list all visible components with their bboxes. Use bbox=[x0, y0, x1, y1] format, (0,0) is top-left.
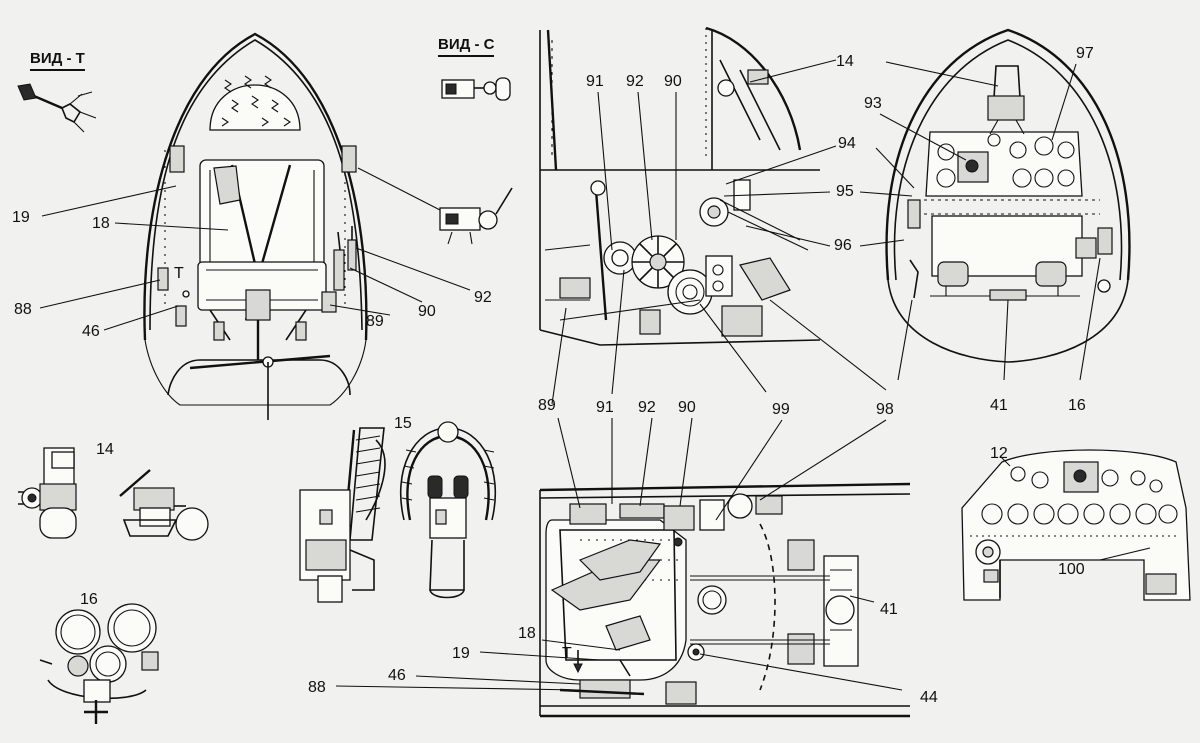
mid-label-99: 99 bbox=[772, 401, 790, 418]
canopy-top-view bbox=[143, 32, 368, 420]
canopy-label-89: 89 bbox=[366, 313, 384, 330]
cockpit-side-view bbox=[539, 26, 821, 346]
instrument-panel-front-view bbox=[885, 28, 1131, 363]
control-stick-part-15 bbox=[299, 427, 386, 603]
t-direction-arrow bbox=[573, 650, 583, 674]
gunsight-part-14 bbox=[18, 447, 77, 539]
view-c-latch-detail bbox=[439, 187, 513, 245]
canopy-label-19: 19 bbox=[12, 209, 30, 226]
canopy-label-t: T bbox=[174, 265, 184, 282]
part-label-14: 14 bbox=[96, 441, 114, 458]
side-view-leader-lines bbox=[597, 59, 837, 251]
gunsight-side-part-14 bbox=[119, 469, 209, 541]
panel-label-41: 41 bbox=[990, 397, 1008, 414]
panel-leader-lines bbox=[859, 61, 1101, 381]
dashboard-leader-lines bbox=[999, 455, 1151, 561]
dash-label-12: 12 bbox=[990, 445, 1008, 462]
side-label-92: 92 bbox=[626, 73, 644, 90]
plan-label-t: T bbox=[562, 645, 572, 662]
dash-label-100: 100 bbox=[1058, 561, 1085, 578]
view-c-title: ВИД - С bbox=[438, 36, 495, 57]
plan-label-19: 19 bbox=[452, 645, 470, 662]
part-label-16: 16 bbox=[80, 591, 98, 608]
canopy-label-88: 88 bbox=[14, 301, 32, 318]
panel-label-93: 93 bbox=[864, 95, 882, 112]
mid-label-91: 91 bbox=[596, 399, 614, 416]
plan-label-44: 44 bbox=[920, 689, 938, 706]
mid-label-90: 90 bbox=[678, 399, 696, 416]
plan-view-leader-lines bbox=[335, 269, 903, 691]
side-label-91: 91 bbox=[586, 73, 604, 90]
canopy-label-90: 90 bbox=[418, 303, 436, 320]
mid-label-89: 89 bbox=[538, 397, 556, 414]
part-label-15: 15 bbox=[394, 415, 412, 432]
plan-label-88: 88 bbox=[308, 679, 326, 696]
panel-label-16: 16 bbox=[1068, 397, 1086, 414]
side-label-90: 90 bbox=[664, 73, 682, 90]
plan-label-46: 46 bbox=[388, 667, 406, 684]
side-label-14: 14 bbox=[836, 53, 854, 70]
plan-label-41: 41 bbox=[880, 601, 898, 618]
view-c-latch-sketch bbox=[441, 77, 511, 101]
plan-label-18: 18 bbox=[518, 625, 536, 642]
view-t-lever-sketch bbox=[17, 83, 97, 133]
cockpit-plan-view bbox=[539, 482, 911, 718]
view-t-title: ВИД - Т bbox=[30, 50, 85, 71]
side-label-95: 95 bbox=[836, 183, 854, 200]
canopy-label-46: 46 bbox=[82, 323, 100, 340]
gauge-cluster-part-16 bbox=[39, 603, 159, 724]
mid-label-98: 98 bbox=[876, 401, 894, 418]
mid-label-92: 92 bbox=[638, 399, 656, 416]
canopy-leader-lines bbox=[39, 167, 471, 331]
canopy-label-18: 18 bbox=[92, 215, 110, 232]
canopy-label-92: 92 bbox=[474, 289, 492, 306]
side-label-94: 94 bbox=[838, 135, 856, 152]
dashboard-panel-part-12 bbox=[961, 449, 1191, 601]
control-stick-grip-15 bbox=[399, 421, 497, 599]
side-label-96: 96 bbox=[834, 237, 852, 254]
panel-label-97: 97 bbox=[1076, 45, 1094, 62]
